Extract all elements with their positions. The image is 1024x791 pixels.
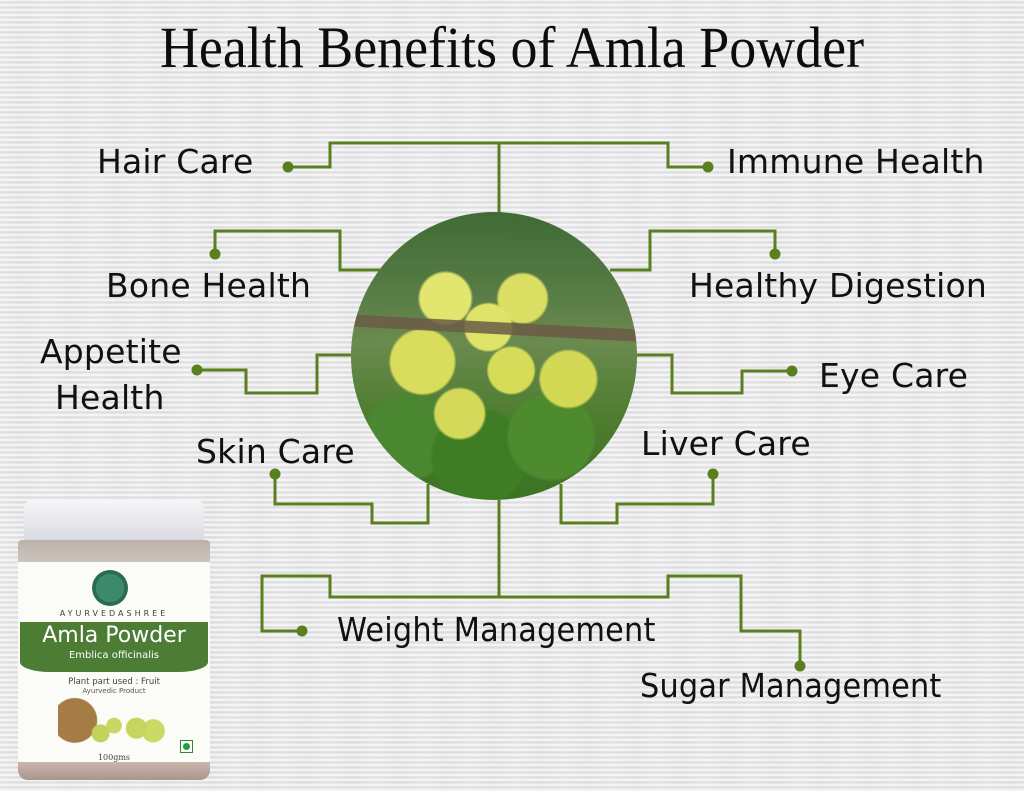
label-sugar-management: Sugar Management <box>640 666 942 705</box>
fruit-basket-illustration <box>58 697 170 749</box>
dot-sugar-management <box>794 660 806 672</box>
label-liver-care: Liver Care <box>641 424 811 463</box>
dot-bone-health <box>209 248 221 260</box>
product-category: Ayurvedic Product <box>82 687 146 695</box>
branch-shape <box>351 314 637 342</box>
dot-hair-care <box>282 161 294 173</box>
product-jar: AYURVEDASHREE Amla Powder Emblica offici… <box>14 500 214 785</box>
label-weight-management: Weight Management <box>337 610 656 649</box>
botanical-name: Emblica officinalis <box>68 650 160 661</box>
connector-liver-care <box>559 474 715 525</box>
connector-healthy-digestion <box>610 229 777 272</box>
dot-healthy-digestion <box>769 248 781 260</box>
jar-lid <box>24 500 204 544</box>
label-hair-care: Hair Care <box>97 142 254 181</box>
dot-immune-health <box>702 161 714 173</box>
product-name: Amla Powder <box>42 623 186 648</box>
tree-logo-icon <box>92 570 128 606</box>
dot-appetite-health <box>191 364 203 376</box>
label-skin-care: Skin Care <box>196 432 355 471</box>
label-appetite-health-line1: Appetite <box>40 332 182 371</box>
connector-immune-health <box>499 141 708 169</box>
page-title: Health Benefits of Amla Powder <box>159 15 865 80</box>
connector-hair-care <box>288 141 499 169</box>
connector-skin-care <box>273 474 430 525</box>
label-bone-health: Bone Health <box>106 266 312 305</box>
connector-sugar-management <box>499 574 802 666</box>
label-eye-care: Eye Care <box>819 356 969 395</box>
label-immune-health: Immune Health <box>727 142 985 181</box>
connector-bone-health <box>213 229 383 272</box>
product-banner: Amla Powder Emblica officinalis <box>20 622 208 672</box>
dot-liver-care <box>707 468 719 480</box>
product-weight: 100gms <box>97 753 131 762</box>
label-healthy-digestion: Healthy Digestion <box>689 266 988 305</box>
brand-name: AYURVEDASHREE <box>59 609 169 618</box>
dot-weight-management <box>296 625 308 637</box>
dot-eye-care <box>786 365 798 377</box>
dot-skin-care <box>269 468 281 480</box>
connector-appetite-health <box>197 353 353 395</box>
connector-weight-management <box>260 574 499 633</box>
plant-part: Plant part used : Fruit <box>68 677 160 687</box>
connector-eye-care <box>632 353 792 395</box>
jar-base <box>18 762 210 780</box>
amla-fruit-photo <box>351 212 637 500</box>
veg-symbol-icon <box>180 740 193 753</box>
label-appetite-health-line2: Health <box>55 378 165 417</box>
jar-powder <box>18 540 210 566</box>
